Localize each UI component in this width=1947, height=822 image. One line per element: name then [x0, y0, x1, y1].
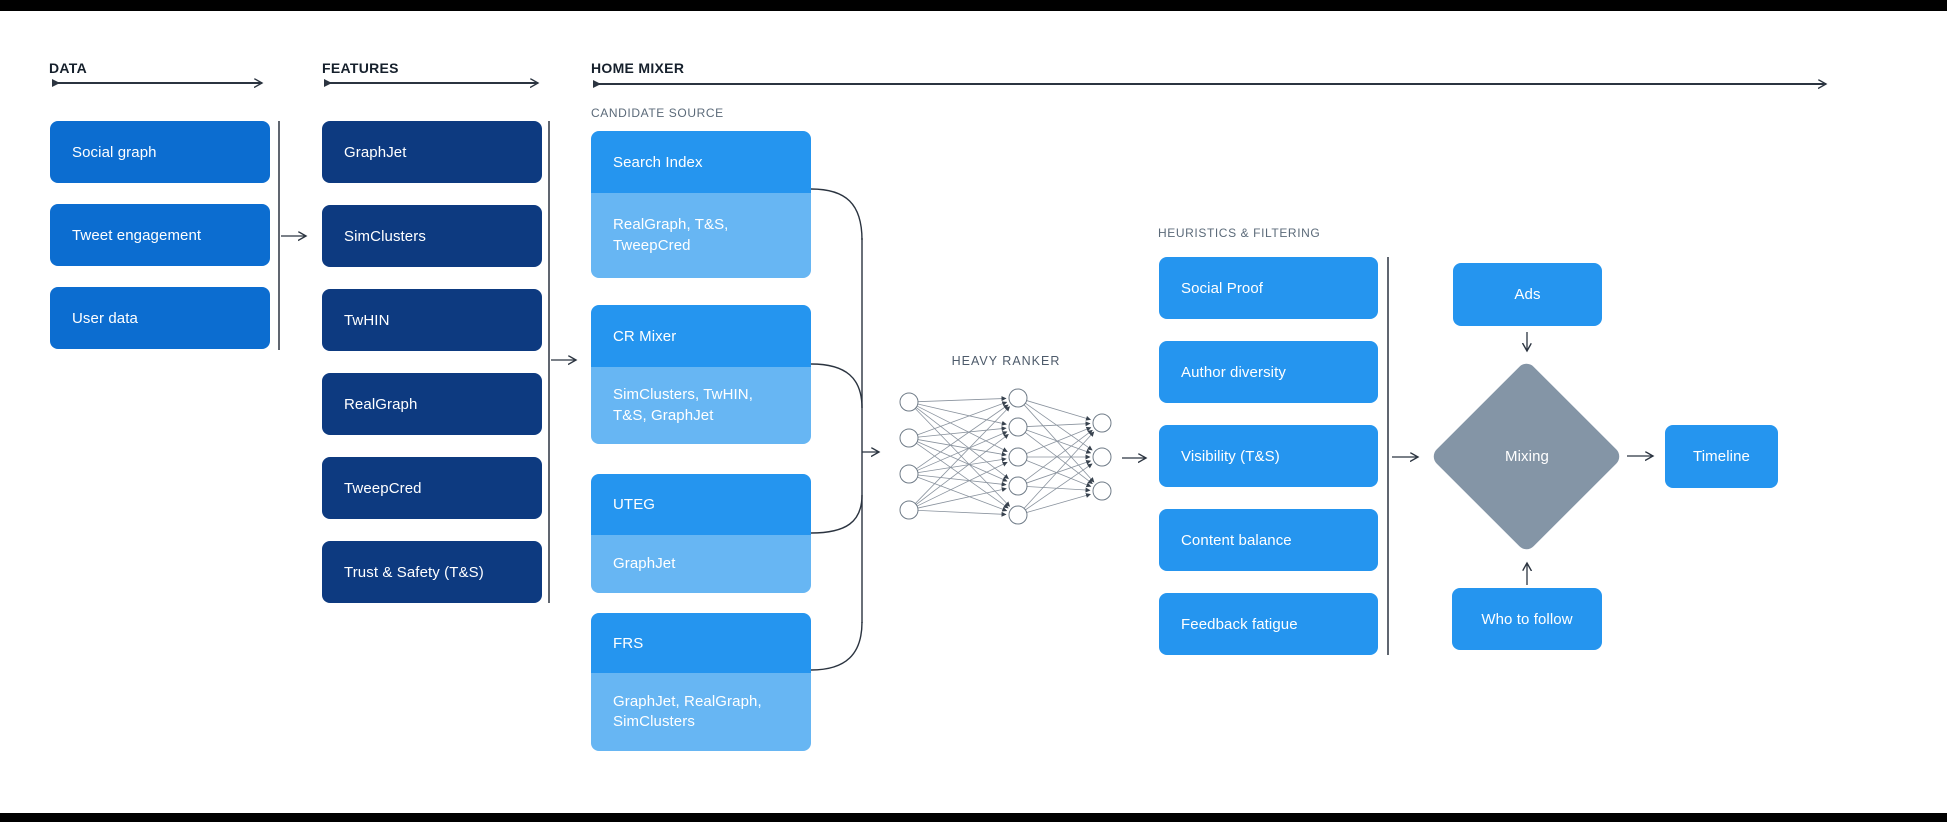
heuristic-box-feedback-fatigue: Feedback fatigue: [1159, 593, 1378, 655]
feature-box-label: RealGraph: [344, 395, 418, 413]
who-to-follow-box: Who to follow: [1452, 588, 1602, 650]
feature-box-label: SimClusters: [344, 227, 426, 245]
candidate-card-title: FRS: [591, 613, 811, 673]
data-box-label: Tweet engagement: [72, 226, 202, 244]
heuristic-box-label: Content balance: [1181, 531, 1292, 549]
feature-box-label: GraphJet: [344, 143, 407, 161]
feature-box-graphjet: GraphJet: [322, 121, 542, 183]
data-box-label: Social graph: [72, 143, 157, 161]
candidate-card-title: Search Index: [591, 131, 811, 193]
uteg-connector: [810, 494, 863, 534]
candidate-card-cr-mixer: CR Mixer SimClusters, TwHIN, T&S, GraphJ…: [591, 305, 811, 444]
candidate-card-sources: RealGraph, T&S, TweepCred: [591, 193, 811, 278]
feature-box-simclusters: SimClusters: [322, 205, 542, 267]
feature-box-label: Trust & Safety (T&S): [344, 563, 484, 581]
bottom-letterbox-bar: [0, 813, 1947, 822]
heavy-ranker-label: HEAVY RANKER: [951, 354, 1061, 368]
cr-mixer-connector: [810, 363, 863, 409]
data-box-label: User data: [72, 309, 138, 327]
candidate-card-sources: SimClusters, TwHIN, T&S, GraphJet: [591, 367, 811, 444]
neural-network-graphic: [899, 388, 1112, 525]
candidate-sources-label: GraphJet, RealGraph, SimClusters: [613, 692, 762, 730]
feature-box-label: TweepCred: [344, 479, 422, 497]
feature-box-trust-safety: Trust & Safety (T&S): [322, 541, 542, 603]
heuristic-box-author-diversity: Author diversity: [1159, 341, 1378, 403]
data-box-user-data: User data: [50, 287, 270, 349]
feature-box-tweepcred: TweepCred: [322, 457, 542, 519]
candidate-card-title: CR Mixer: [591, 305, 811, 367]
candidate-card-sources: GraphJet, RealGraph, SimClusters: [591, 673, 811, 751]
heading-arrows: [53, 83, 1826, 84]
heuristic-box-label: Feedback fatigue: [1181, 615, 1298, 633]
candidate-title-label: FRS: [613, 634, 644, 652]
candidate-sources-label: RealGraph, T&S, TweepCred: [613, 216, 729, 254]
data-heading: DATA: [49, 60, 88, 76]
candidate-title-label: CR Mixer: [613, 327, 677, 345]
mixing-label: Mixing: [1430, 359, 1624, 553]
heuristic-box-social-proof: Social Proof: [1159, 257, 1378, 319]
data-box-tweet-engagement: Tweet engagement: [50, 204, 270, 266]
home-mixer-heading: HOME MIXER: [591, 60, 685, 76]
candidate-sources-label: GraphJet: [613, 554, 676, 572]
who-to-follow-label: Who to follow: [1481, 610, 1573, 628]
candidate-card-frs: FRS GraphJet, RealGraph, SimClusters: [591, 613, 811, 751]
candidate-title-label: Search Index: [613, 153, 703, 171]
heuristic-box-content-balance: Content balance: [1159, 509, 1378, 571]
features-heading: FEATURES: [322, 60, 399, 76]
heuristic-box-label: Social Proof: [1181, 279, 1264, 297]
data-box-social-graph: Social graph: [50, 121, 270, 183]
heuristic-box-label: Author diversity: [1181, 363, 1286, 381]
ads-box: Ads: [1453, 263, 1602, 326]
candidate-sources-label: SimClusters, TwHIN, T&S, GraphJet: [613, 386, 753, 424]
timeline-label: Timeline: [1693, 448, 1750, 465]
candidate-merge-connectors: [810, 188, 863, 671]
feature-box-realgraph: RealGraph: [322, 373, 542, 435]
ads-label: Ads: [1514, 286, 1541, 303]
feature-box-label: TwHIN: [344, 311, 390, 329]
candidate-card-search-index: Search Index RealGraph, T&S, TweepCred: [591, 131, 811, 278]
timeline-box: Timeline: [1665, 425, 1778, 488]
candidate-card-uteg: UTEG GraphJet: [591, 474, 811, 593]
heuristics-label: HEURISTICS & FILTERING: [1158, 226, 1321, 240]
mixing-label-text: Mixing: [1505, 447, 1549, 465]
frs-connector: [810, 621, 863, 671]
candidate-title-label: UTEG: [613, 496, 656, 513]
candidate-source-label: CANDIDATE SOURCE: [591, 106, 724, 120]
heuristic-box-label: Visibility (T&S): [1181, 447, 1280, 465]
candidate-card-title: UTEG: [591, 474, 811, 535]
heuristic-box-visibility: Visibility (T&S): [1159, 425, 1378, 487]
candidate-card-sources: GraphJet: [591, 535, 811, 593]
feature-box-twhin: TwHIN: [322, 289, 542, 351]
top-letterbox-bar: [0, 0, 1947, 11]
search-index-connector: [810, 188, 863, 241]
